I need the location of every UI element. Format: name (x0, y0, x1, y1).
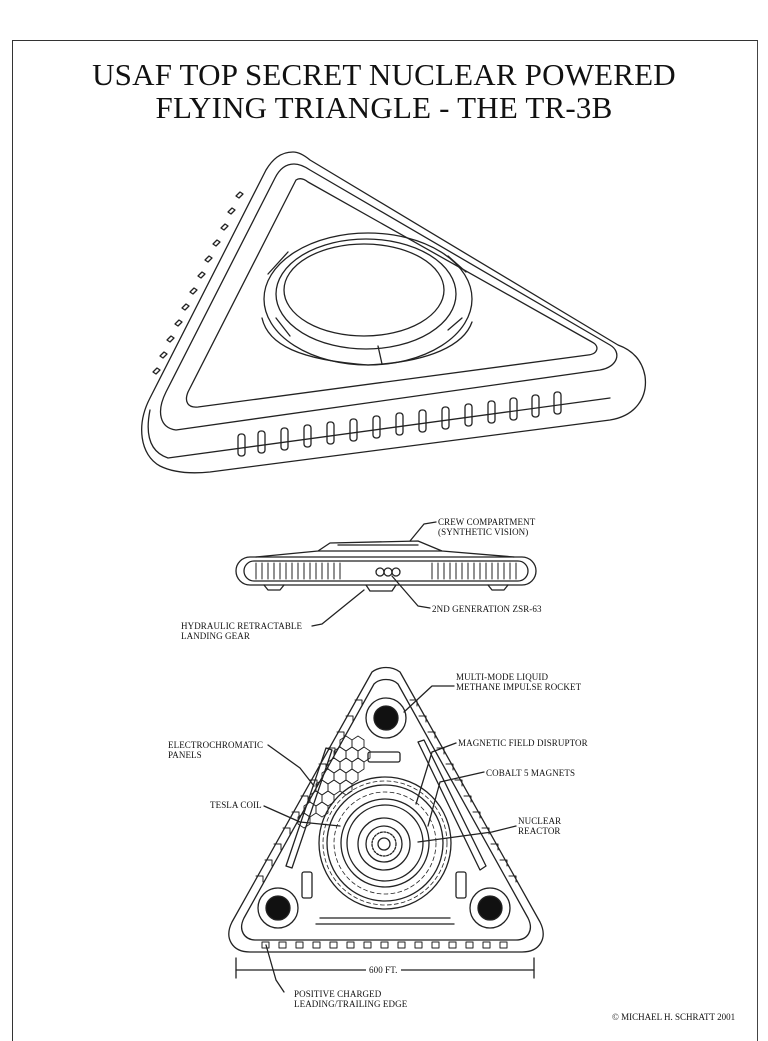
page-frame (12, 40, 758, 1041)
side-view (235, 521, 537, 627)
label-rocket-2: METHANE IMPULSE ROCKET (456, 682, 582, 692)
perspective-view (141, 151, 647, 474)
label-cobalt-magnets: COBALT 5 MAGNETS (486, 768, 576, 778)
title-line-2: FLYING TRIANGLE - THE TR-3B (155, 90, 613, 125)
label-leading-trailing-edge: LEADING/TRAILING EDGE (294, 999, 408, 1009)
label-zsr-63: 2ND GENERATION ZSR-63 (432, 604, 542, 614)
label-landing-gear-2: LANDING GEAR (181, 631, 250, 641)
label-magnetic-field-disruptor: MAGNETIC FIELD DISRUPTOR (458, 738, 588, 748)
label-landing-gear-1: HYDRAULIC RETRACTABLE (181, 621, 303, 631)
bottom-view (228, 666, 544, 993)
label-synthetic-vision: (SYNTHETIC VISION) (438, 527, 529, 537)
title-line-1: USAF TOP SECRET NUCLEAR POWERED (92, 57, 676, 92)
label-tesla-coil: TESLA COIL (210, 800, 262, 810)
label-nuclear: NUCLEAR (518, 816, 562, 826)
copyright-notice: © MICHAEL H. SCHRATT 2001 (612, 1012, 736, 1022)
label-reactor: REACTOR (518, 826, 561, 836)
label-electrochromatic-2: PANELS (168, 750, 202, 760)
label-rocket-1: MULTI-MODE LIQUID (456, 672, 549, 682)
label-electrochromatic-1: ELECTROCHROMATIC (168, 740, 264, 750)
label-positive-charged: POSITIVE CHARGED (294, 989, 382, 999)
label-width-dimension: 600 FT. (366, 965, 401, 975)
label-crew-compartment: CREW COMPARTMENT (438, 517, 536, 527)
